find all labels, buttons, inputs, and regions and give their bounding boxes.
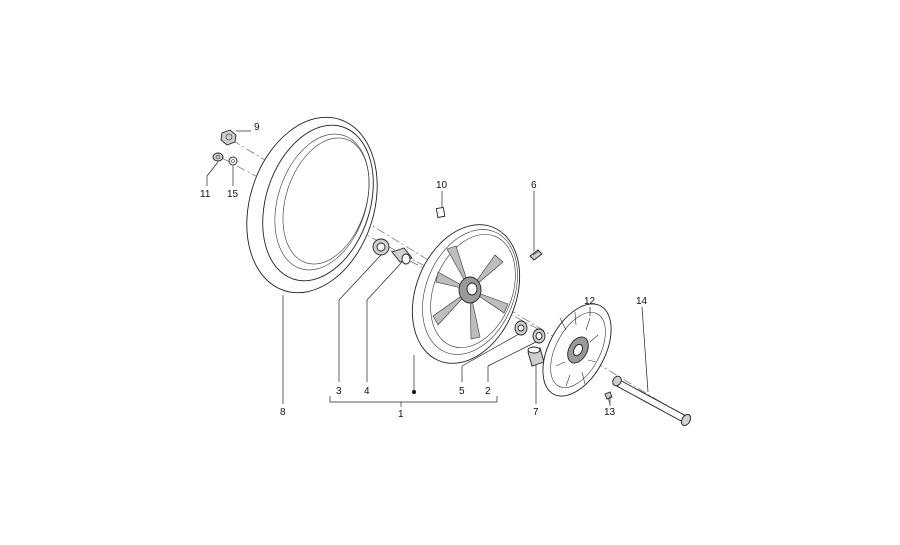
- screw: [529, 249, 543, 261]
- valve: [220, 129, 237, 146]
- seal-ring: [532, 328, 546, 344]
- callout-1: 1: [398, 409, 404, 420]
- wheel-axle: [612, 375, 692, 427]
- callout-8: 8: [280, 407, 286, 418]
- callout-4: 4: [364, 386, 370, 397]
- rim-marker-dot: [412, 390, 416, 394]
- callout-10: 10: [436, 180, 448, 191]
- valve-nut: [212, 152, 224, 162]
- bearing-left: [372, 238, 390, 256]
- bearing-right: [514, 320, 528, 336]
- callout-12: 12: [584, 296, 596, 307]
- callout-13: 13: [604, 407, 616, 418]
- callout-5: 5: [459, 386, 465, 397]
- balance-weight: [435, 206, 446, 218]
- callout-2: 2: [485, 386, 491, 397]
- brake-disc: [542, 303, 612, 397]
- valve-washer: [228, 156, 238, 166]
- callout-7: 7: [533, 407, 539, 418]
- spacer-bush: [527, 346, 545, 367]
- tyre: [246, 116, 378, 294]
- callout-6: 6: [531, 180, 537, 191]
- callout-11: 11: [200, 189, 211, 200]
- spacer-tube: [391, 247, 413, 265]
- callout-9: 9: [254, 122, 260, 133]
- callout-labels: 9 11 15 8 3 4 5 2 1 10 6 7 12 13 14: [200, 122, 648, 420]
- callout-15: 15: [227, 189, 239, 200]
- callout-14: 14: [636, 296, 648, 307]
- wheel-rim: [411, 224, 521, 364]
- leader-lines: [206, 130, 649, 407]
- disc-screw: [604, 391, 613, 405]
- callout-3: 3: [336, 386, 342, 397]
